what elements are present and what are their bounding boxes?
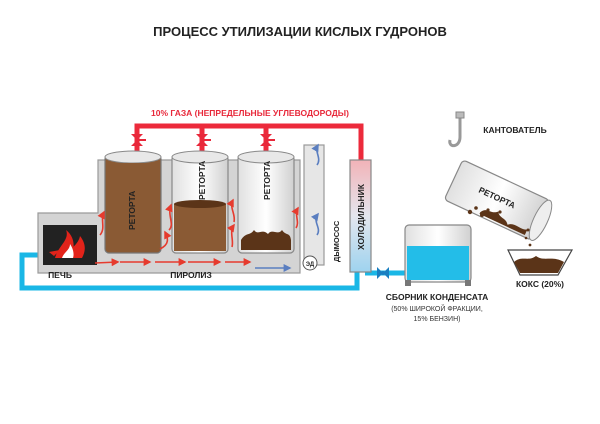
firebox xyxy=(43,225,97,265)
ed-label: ЭД xyxy=(306,262,315,268)
condensate-note-line2: 15% БЕНЗИН) xyxy=(414,316,461,323)
fire-icon xyxy=(49,230,85,258)
retort-label: РЕТОРТА xyxy=(127,191,137,230)
cooler-label: ХОЛОДИЛЬНИК xyxy=(356,183,366,250)
tilter-hook xyxy=(448,111,465,148)
retort-2 xyxy=(171,150,229,254)
coke-label: КОКС (20%) xyxy=(516,279,564,289)
retort-1 xyxy=(104,150,162,254)
condensate-tank xyxy=(404,224,472,286)
gas-valve xyxy=(131,134,146,146)
retort-label: РЕТОРТА xyxy=(262,161,272,200)
page-title: ПРОЦЕСС УТИЛИЗАЦИИ КИСЛЫХ ГУДРОНОВ xyxy=(153,24,447,39)
tilter-label: КАНТОВАТЕЛЬ xyxy=(483,125,546,135)
condensate-note-line1: (50% ШИРОКОЙ ФРАКЦИИ, xyxy=(391,304,483,313)
heat-flow-arrows xyxy=(94,198,299,267)
tilted-retort xyxy=(444,160,553,241)
gas-label: 10% ГАЗА (НЕПРЕДЕЛЬНЫЕ УГЛЕВОДОРОДЫ) xyxy=(151,108,349,118)
gas-valve xyxy=(196,134,211,146)
condensate-collector-label: СБОРНИК КОНДЕНСАТА xyxy=(386,292,489,302)
furnace-label: ПЕЧЬ xyxy=(48,270,72,280)
smoke-exhauster-label: ДЫМОСОС xyxy=(332,220,341,262)
retort-label: РЕТОРТА xyxy=(197,161,207,200)
cooler xyxy=(349,159,372,273)
condensate-valve xyxy=(377,267,389,279)
pyrolysis-label: ПИРОЛИЗ xyxy=(170,270,212,280)
smoke-flow-arrows xyxy=(255,143,320,272)
smoke-exhauster xyxy=(302,144,325,271)
gas-valve xyxy=(260,134,275,146)
coke-tray xyxy=(507,249,574,276)
retort-3 xyxy=(237,150,295,254)
